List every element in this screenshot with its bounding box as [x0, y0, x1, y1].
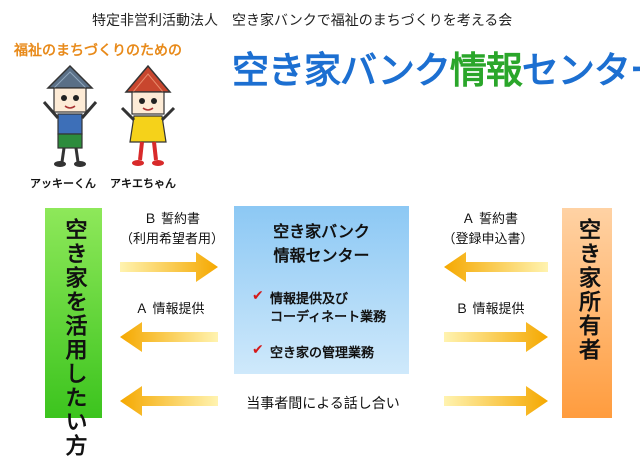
flow-arrows [120, 252, 548, 416]
mascot-akki-illustration [42, 64, 98, 167]
subtitle: 福祉のまちづくりのための [14, 43, 182, 59]
discussion-label: 当事者間による話し合い [246, 396, 400, 412]
service-management-line1: 空き家の管理業務 [270, 346, 375, 361]
center-title-line2: 情報センター [273, 246, 370, 265]
mascot-name-akki: アッキーくん [30, 177, 96, 190]
left-party-box: 空き家を活用したい方 [45, 208, 102, 458]
mascot-name-akie: アキエちゃん [110, 177, 176, 190]
service-info-line2: コーディネート業務 [270, 310, 387, 325]
left-party-label: 空き家を活用したい方 [61, 218, 87, 458]
arrow-right-bottom [444, 386, 548, 416]
a-pledge-label: Ａ 誓約書 [461, 212, 519, 227]
organization-name: 特定非営利活動法人 空き家バンクで福祉のまちづくりを考える会 [92, 13, 513, 29]
a-pledge-sub-label: （登録申込書） [442, 232, 534, 247]
a-info-label: Ａ 情報提供 [135, 302, 205, 317]
arrow-left-left-middle [120, 322, 218, 352]
right-party-box: 空き家所有者 [562, 208, 612, 418]
check-icon: ✔ [252, 342, 264, 358]
check-icon: ✔ [252, 288, 264, 304]
title-part-1: 空き家バンク [232, 49, 451, 92]
mascot-akie-illustration [120, 64, 176, 166]
arrow-left-bottom [120, 386, 218, 416]
title-part-3: センター [521, 49, 640, 92]
center-box: 空き家バンク 情報センター ✔ 情報提供及び コーディネート業務 ✔ 空き家の管… [234, 206, 409, 374]
arrow-left-right-top [444, 252, 548, 282]
b-info-label: Ｂ 情報提供 [455, 302, 525, 317]
b-pledge-sub-label: （利用希望者用） [119, 232, 224, 247]
right-party-label: 空き家所有者 [575, 218, 600, 362]
arrow-right-left-top [120, 252, 218, 282]
arrow-right-right-middle [444, 322, 548, 352]
center-title-line1: 空き家バンク [273, 222, 370, 241]
service-info-line1: 情報提供及び [270, 292, 349, 307]
b-pledge-label: Ｂ 誓約書 [143, 212, 201, 227]
title-part-2: 情報 [449, 49, 523, 92]
